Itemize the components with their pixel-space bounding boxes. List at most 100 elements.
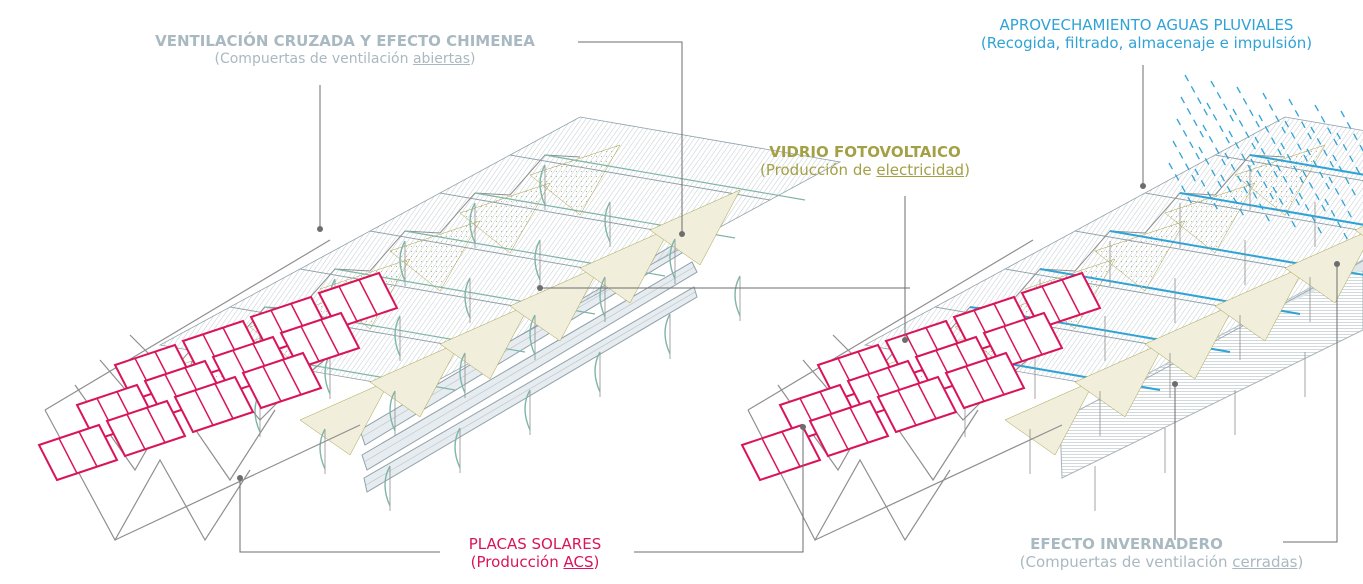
solar-panel-divider [849, 407, 869, 443]
dot-pv-right [902, 337, 908, 343]
solar-panel-divider [761, 437, 781, 474]
solar-panel-divider [320, 319, 340, 355]
solar-panel-divider [126, 413, 146, 450]
rain-streak [1280, 142, 1307, 189]
solar-panel-divider [300, 325, 320, 362]
label-greenhouse: EFECTO INVERNADERO (Compuertas de ventil… [960, 535, 1363, 571]
label-water: APROVECHAMIENTO AGUAS PLUVIALES (Recogid… [930, 16, 1363, 52]
rain-streak [1336, 132, 1363, 179]
rain-streak [1210, 80, 1237, 127]
solar-panel-divider [985, 359, 1005, 395]
rain-streak [1328, 176, 1355, 223]
solar-panel-divider [58, 437, 78, 474]
rain-streak [1232, 108, 1259, 155]
solar-panel-divider [146, 407, 166, 443]
dot-solar-right [800, 424, 806, 430]
open-vent-arc [384, 465, 391, 507]
water-title: APROVECHAMIENTO AGUAS PLUVIALES [999, 16, 1294, 34]
rain-streak [1262, 92, 1289, 139]
rain-streak [1340, 110, 1363, 152]
rain-streak [1314, 104, 1341, 151]
left-solar-panels [37, 271, 399, 482]
solar-panel-divider [194, 389, 214, 426]
pv-title: VIDRIO FOTOVOLTAICO [769, 143, 961, 161]
rain-streak [1180, 96, 1207, 143]
ventilation-title: VENTILACIÓN CRUZADA Y EFECTO CHIMENEA [155, 32, 535, 50]
rain-streak [1176, 118, 1203, 165]
roof-glass-panel [1213, 116, 1363, 182]
label-photovoltaic: VIDRIO FOTOVOLTAICO (Producción de elect… [715, 143, 1015, 179]
rain-streak [1258, 114, 1285, 161]
solar-panel-divider [358, 279, 378, 315]
rain-streak [1254, 136, 1281, 183]
solar-panel-divider [917, 383, 937, 419]
leader-lines [239, 41, 1338, 553]
rain-streak [1220, 174, 1247, 221]
solar-panel-divider [78, 431, 98, 467]
dot-ventilation-b [317, 226, 323, 232]
right-solar-panels [740, 271, 1102, 482]
pv-glass-triangle [1354, 226, 1363, 236]
ventilation-subtitle: (Compuertas de ventilación abiertas) [214, 51, 476, 67]
leader-solar [239, 478, 440, 553]
rain-streak [1272, 186, 1299, 233]
open-vent-arc [669, 238, 676, 280]
open-vent-arc [524, 389, 531, 431]
open-vent-arc [394, 315, 401, 357]
rain-streak [1194, 168, 1221, 215]
open-vent-arc [539, 164, 546, 206]
rain-streak [1324, 198, 1351, 245]
solar-panel-divider [1041, 285, 1061, 322]
rain-streak [1298, 192, 1325, 239]
solar-panel-divider [829, 413, 849, 450]
rain-streak [1198, 146, 1225, 193]
label-ventilation: VENTILACIÓN CRUZADA Y EFECTO CHIMENEA (C… [110, 32, 580, 68]
leader-greenhouse [1283, 264, 1338, 543]
rain-streak [1332, 154, 1359, 201]
solar-panel-divider [965, 365, 985, 402]
dot-pv-left [537, 285, 543, 291]
open-vent-arc [664, 313, 671, 355]
rain-streak [1276, 164, 1303, 211]
open-vent-arc [534, 239, 541, 281]
rain-streak [1250, 158, 1277, 205]
leader-ventilation [578, 41, 683, 233]
open-vent-arc [454, 427, 461, 469]
rain-streaks [1168, 74, 1363, 245]
greenhouse-subtitle: (Compuertas de ventilación cerradas) [1019, 553, 1304, 571]
roof-ridge [1249, 154, 1363, 176]
pv-subtitle: (Producción de electricidad) [760, 161, 970, 179]
dot-solar-left [237, 475, 243, 481]
rain-streak [1168, 162, 1195, 209]
solar-panel-divider [214, 383, 234, 419]
left-building [37, 116, 842, 542]
open-vent-arc [389, 390, 396, 432]
open-vent-arc [459, 352, 466, 394]
water-subtitle: (Recogida, filtrado, almacenaje e impuls… [980, 34, 1313, 52]
open-vent-arc [529, 314, 536, 356]
right-building [740, 74, 1363, 542]
open-vent-arc [464, 277, 471, 319]
dot-water [1140, 183, 1146, 189]
solar-title: PLACAS SOLARES [468, 535, 602, 553]
rain-streak [1172, 140, 1199, 187]
leader-dots [237, 183, 1340, 481]
roof-ridge [1179, 192, 1363, 226]
solar-panel-divider [262, 365, 282, 402]
open-vent-arc [319, 428, 326, 470]
solar-panel-divider [1023, 319, 1043, 355]
rain-streak [1224, 152, 1251, 199]
open-vent-arc [604, 201, 611, 243]
greenhouse-title: EFECTO INVERNADERO [1030, 535, 1223, 553]
solar-panel-divider [781, 431, 801, 467]
solar-panel-divider [1061, 279, 1081, 315]
solar-panel-divider [1003, 325, 1023, 362]
dot-greenhouse-b [1172, 381, 1178, 387]
rain-streak [1310, 126, 1337, 173]
rain-streak [1302, 170, 1329, 217]
open-vent-arc [599, 276, 606, 318]
rain-streak [1184, 74, 1211, 121]
rain-streak [1236, 86, 1263, 133]
solar-panel-divider [338, 285, 358, 322]
